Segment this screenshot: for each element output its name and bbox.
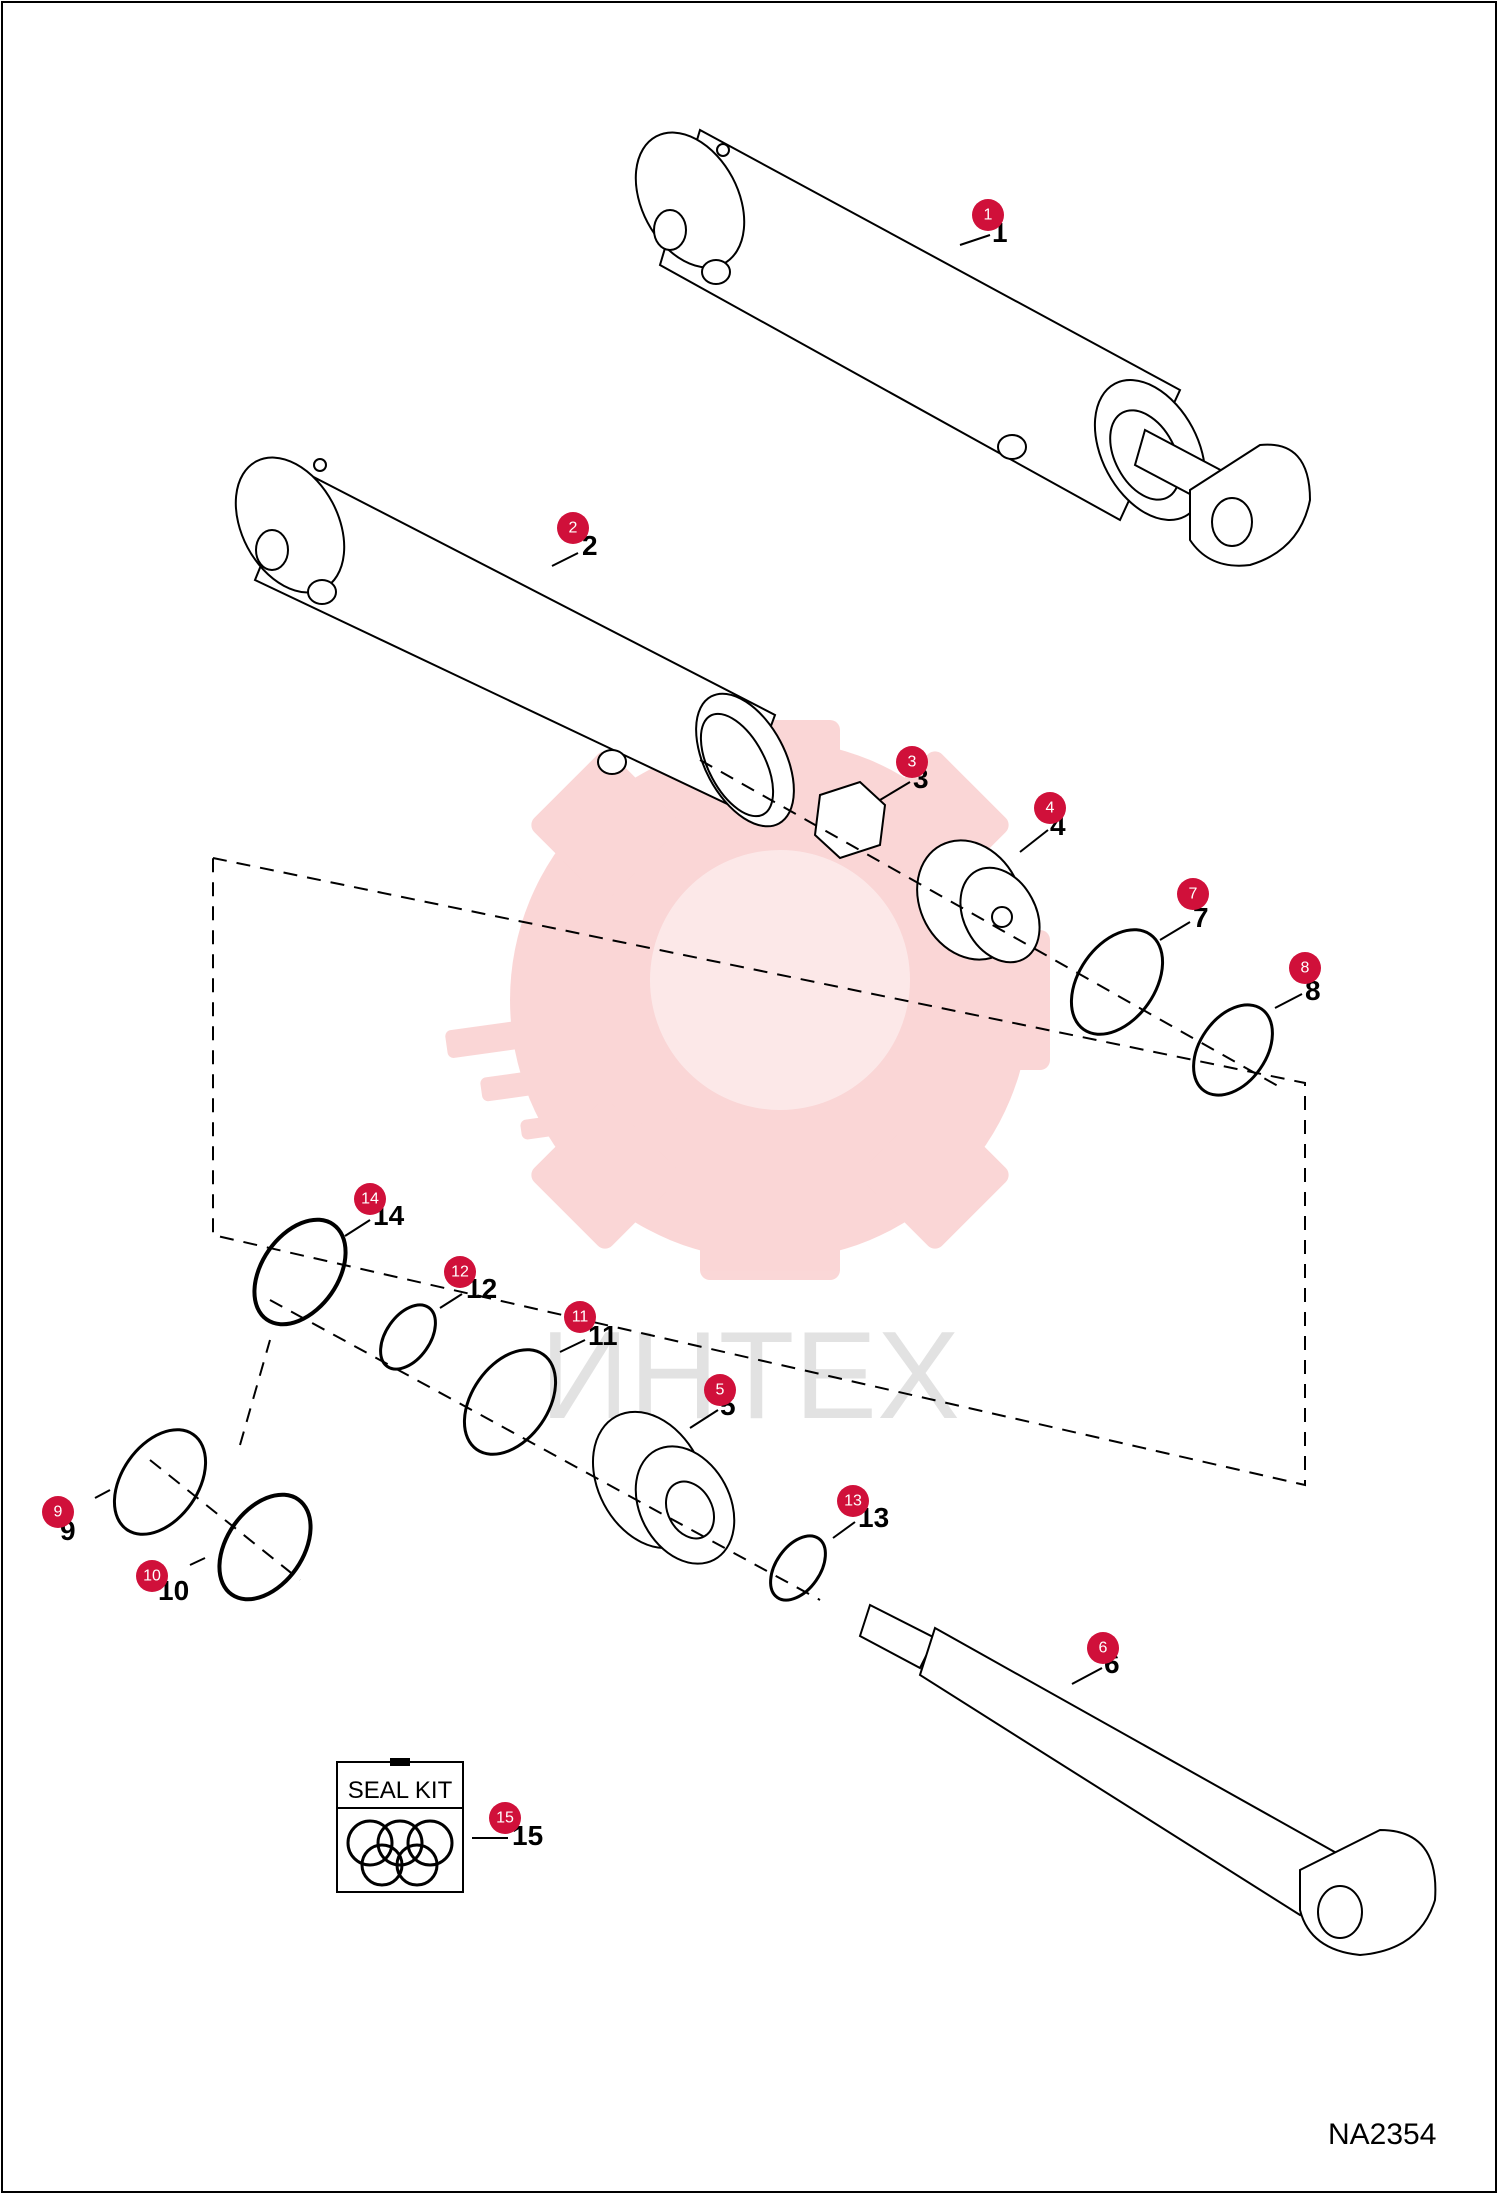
leader-line [879,781,911,801]
part-callout-number: 8 [1301,960,1310,977]
part-callout-number: 9 [54,1504,63,1521]
seal-kit-box: SEAL KIT [336,1758,464,1893]
part-callout-badge[interactable] [1177,878,1209,910]
callouts: 1122334455667788991010111112121313141415… [42,199,1321,1851]
ring-7-drawing [1069,928,1165,1036]
leader-line [689,1409,719,1429]
wiper-12-drawing [379,1303,437,1371]
barrel-drawing [234,456,795,828]
leader-line [832,1521,856,1539]
part-callout-number: 13 [844,1493,862,1510]
nut-drawing [813,780,887,860]
leader-line [439,1293,463,1309]
gland-drawing [591,1410,736,1565]
part-callout-number: 3 [908,754,917,771]
part-callout-number: 14 [361,1191,379,1208]
part-callout-badge[interactable] [42,1496,74,1528]
rod-drawing [858,1603,1437,1957]
part-callout-badge[interactable] [557,512,589,544]
leader-line [189,1557,206,1566]
part-callout-badge[interactable] [564,1301,596,1333]
part-callout-badge[interactable] [489,1802,521,1834]
part-callout-badge[interactable] [837,1485,869,1517]
ring-8-drawing [1192,1003,1274,1097]
seal-13-drawing [769,1534,827,1602]
leader-line [344,1219,371,1237]
part-callout-badge[interactable] [1289,952,1321,984]
part-callout-badge[interactable] [972,199,1004,231]
callout-leader-lines [94,234,1303,1839]
part-callout-badge[interactable] [1034,792,1066,824]
part-callout-number: 1 [984,207,993,224]
leader-line [559,1339,586,1353]
part-callout-number: 12 [451,1264,469,1281]
part-callout-number: 10 [143,1568,161,1585]
part-callout-badge[interactable] [704,1374,736,1406]
ring-10-drawing [217,1492,313,1602]
leader-line [1274,993,1303,1009]
part-callout-badge[interactable] [444,1256,476,1288]
part-callout-badge[interactable] [1087,1632,1119,1664]
part-callout-number: 7 [1189,886,1198,903]
drawing-id: NA2354 [1328,2118,1437,2151]
part-callout-badge[interactable] [136,1560,168,1592]
leader-line [1159,921,1191,941]
part-callout-number: 15 [496,1810,514,1827]
leader-line [94,1489,111,1499]
seal-kit-label: SEAL KIT [348,1777,453,1804]
piston-drawing [916,839,1041,964]
leader-line [1019,829,1049,853]
leader-line [1071,1667,1103,1685]
part-callout-number: 5 [716,1382,725,1399]
part-label: 2 [582,530,598,561]
part-callout-number: 11 [572,1309,589,1326]
part-callout-badge[interactable] [354,1183,386,1215]
ring-11-drawing [462,1348,558,1456]
ring-9-drawing [112,1428,208,1536]
part-callout-badge[interactable] [896,746,928,778]
part-label: 7 [1193,902,1209,933]
cylinder-assembly-drawing [634,128,1312,567]
part-callout-number: 2 [569,520,578,537]
leader-line [551,552,579,567]
leader-line [959,234,991,246]
ring-14-drawing [252,1217,348,1327]
assembly-centerlines [149,759,1306,1601]
part-callout-number: 4 [1046,800,1055,817]
part-callout-number: 6 [1099,1640,1108,1657]
watermark-hole [650,850,910,1110]
